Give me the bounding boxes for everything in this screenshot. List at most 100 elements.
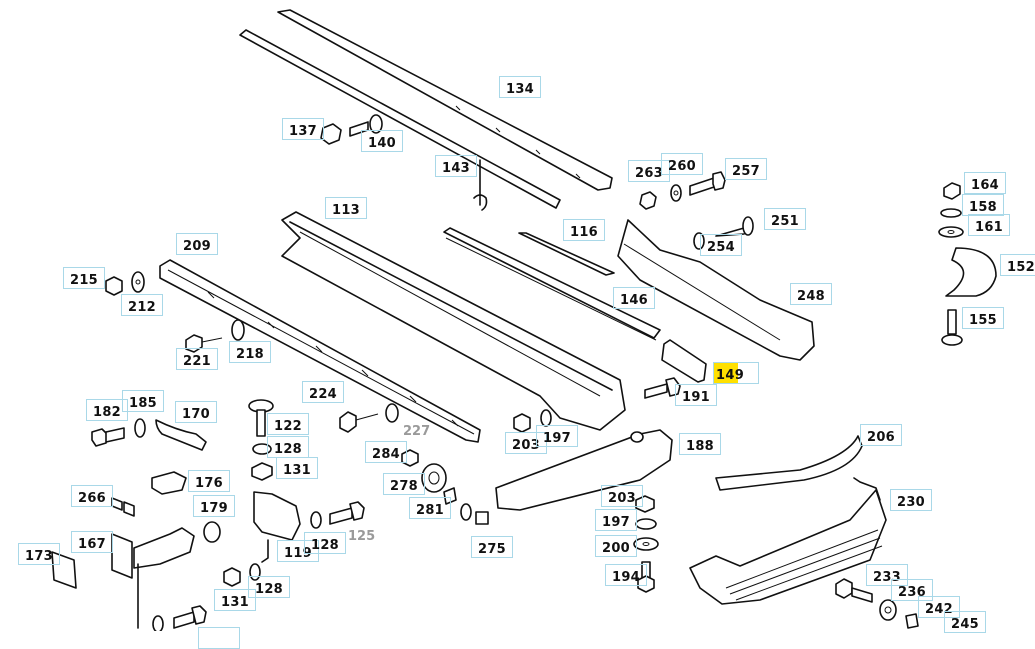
callout-128-c[interactable]: 128 (248, 576, 290, 598)
part-236-washer (879, 599, 897, 621)
callout-143[interactable]: 143 (435, 155, 477, 177)
part-266-clip (111, 497, 135, 517)
callout-185[interactable]: 185 (122, 390, 164, 412)
callout-176[interactable]: 176 (188, 470, 230, 492)
callout-bottom-cut[interactable] (198, 627, 240, 649)
part-200-washer (633, 537, 659, 551)
callout-278[interactable]: 278 (383, 473, 425, 495)
callout-275[interactable]: 275 (471, 536, 513, 558)
part-230-bumper (689, 477, 887, 605)
part-161-washer (938, 226, 964, 238)
part-125-bolt (329, 501, 365, 525)
callout-197-lower[interactable]: 197 (595, 509, 637, 531)
part-134-molding (239, 9, 613, 209)
part-155-bolt (941, 309, 963, 346)
callout-182[interactable]: 182 (86, 399, 128, 421)
callout-128[interactable]: 128 (267, 436, 309, 458)
part-116-strip (518, 232, 615, 276)
callout-260[interactable]: 260 (661, 153, 703, 175)
callout-149-selected[interactable]: 149 (713, 362, 759, 384)
part-131-nut-b (223, 567, 241, 587)
callout-188[interactable]: 188 (679, 433, 721, 455)
part-128-washer-b (310, 511, 322, 529)
callout-164[interactable]: 164 (964, 172, 1006, 194)
label-227[interactable]: 227 (403, 424, 431, 439)
callout-221[interactable]: 221 (176, 348, 218, 370)
callout-191[interactable]: 191 (675, 384, 717, 406)
callout-140[interactable]: 140 (361, 130, 403, 152)
callout-254[interactable]: 254 (700, 234, 742, 256)
callout-203-lower[interactable]: 203 (601, 485, 643, 507)
callout-206[interactable]: 206 (860, 424, 902, 446)
part-197-washer (540, 409, 552, 427)
callout-113[interactable]: 113 (325, 197, 367, 219)
callout-116[interactable]: 116 (563, 219, 605, 241)
label-125[interactable]: 125 (348, 529, 376, 544)
callout-212[interactable]: 212 (121, 294, 163, 316)
callout-179[interactable]: 179 (193, 495, 235, 517)
part-251-screw (715, 216, 754, 237)
callout-218[interactable]: 218 (229, 341, 271, 363)
part-122-bolt (248, 399, 274, 437)
callout-236[interactable]: 236 (891, 579, 933, 601)
part-146-rail (443, 227, 661, 341)
callout-263[interactable]: 263 (628, 160, 670, 182)
part-158-washer (940, 208, 962, 218)
callout-257[interactable]: 257 (725, 158, 767, 180)
callout-167[interactable]: 167 (71, 531, 113, 553)
callout-146[interactable]: 146 (613, 287, 655, 309)
callout-152[interactable]: 152 (1000, 254, 1035, 276)
callout-131[interactable]: 131 (276, 457, 318, 479)
callout-224[interactable]: 224 (302, 381, 344, 403)
part-179-spacer (203, 521, 221, 543)
part-254-washer (693, 232, 705, 250)
part-257-bolt (689, 171, 726, 196)
callout-137[interactable]: 137 (282, 118, 324, 140)
part-209-rail (159, 259, 481, 443)
part-233-bolt (835, 578, 873, 603)
callout-266[interactable]: 266 (71, 485, 113, 507)
callout-134[interactable]: 134 (499, 76, 541, 98)
callout-170[interactable]: 170 (175, 401, 217, 423)
parts-drawing (51, 9, 997, 631)
part-131-nut (251, 462, 273, 481)
callout-200[interactable]: 200 (595, 535, 637, 557)
callout-158[interactable]: 158 (962, 194, 1004, 216)
part-185-washer (134, 418, 146, 438)
part-bottom-bolt (152, 605, 207, 631)
callout-248[interactable]: 248 (790, 283, 832, 305)
part-182-bolt (91, 427, 125, 447)
callout-203[interactable]: 203 (505, 432, 547, 454)
highlight-marker (714, 363, 738, 383)
part-164-nut (943, 182, 961, 200)
part-248-endcap (617, 219, 815, 361)
part-197-washer-lower (635, 518, 657, 530)
callout-128-b[interactable]: 128 (304, 532, 346, 554)
part-221-screw (185, 334, 223, 353)
callout-131-b[interactable]: 131 (214, 589, 256, 611)
callout-233[interactable]: 233 (866, 564, 908, 586)
part-152-bracket (945, 247, 997, 297)
callout-209[interactable]: 209 (176, 233, 218, 255)
callout-242[interactable]: 242 (918, 596, 960, 618)
part-188-corner (495, 429, 673, 511)
callout-215[interactable]: 215 (63, 267, 105, 289)
callout-122[interactable]: 122 (267, 413, 309, 435)
callout-281[interactable]: 281 (409, 497, 451, 519)
part-278-grommet (421, 463, 447, 493)
callout-230[interactable]: 230 (890, 489, 932, 511)
callout-251[interactable]: 251 (764, 208, 806, 230)
part-218-washer (231, 319, 245, 341)
callout-155[interactable]: 155 (962, 307, 1004, 329)
part-194-bolt (637, 561, 655, 593)
callout-161[interactable]: 161 (968, 214, 1010, 236)
callout-173[interactable]: 173 (18, 543, 60, 565)
callout-245[interactable]: 245 (944, 611, 986, 633)
callout-197[interactable]: 197 (536, 425, 578, 447)
part-242-clip (905, 613, 919, 629)
callout-284[interactable]: 284 (365, 441, 407, 463)
part-143-clip (473, 159, 488, 211)
part-275-plug (460, 503, 489, 525)
part-281-clip (443, 487, 457, 505)
callout-194[interactable]: 194 (605, 564, 647, 586)
